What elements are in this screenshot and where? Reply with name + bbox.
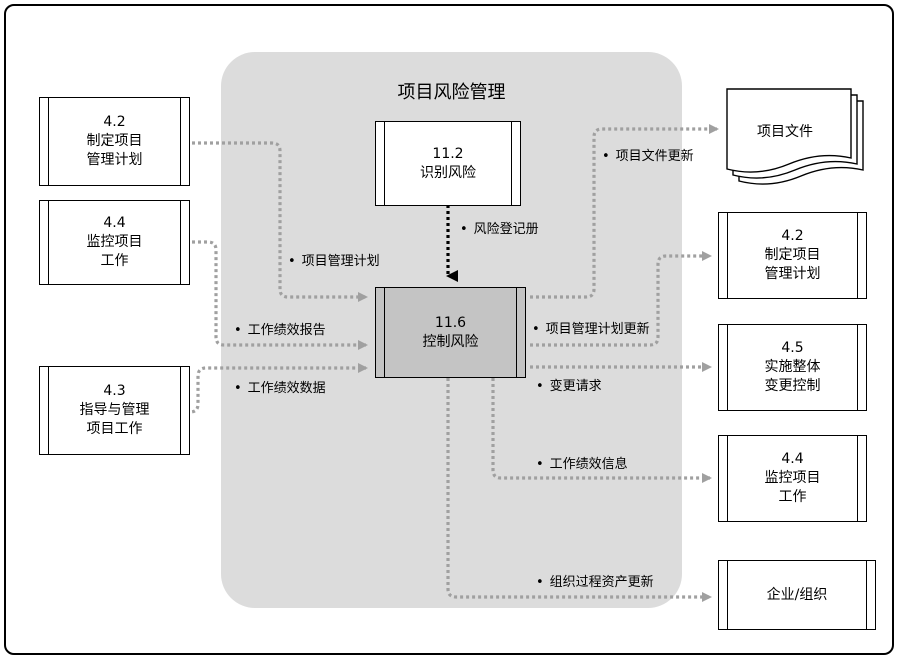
- process-name: 控制风险: [422, 333, 479, 350]
- flow-opa-updates-out: [446, 378, 712, 602]
- process-control-risks: 11.6 控制风险: [375, 287, 526, 378]
- process-name: 识别风险: [420, 164, 476, 181]
- flow-pm-plan-updates-out: [530, 251, 712, 347]
- label-text: 工作绩效报告: [247, 323, 326, 338]
- process-number: 4.5: [781, 340, 804, 356]
- process-number: 4.2: [781, 228, 804, 244]
- process-name-line1: 指导与管理: [79, 402, 150, 418]
- flow-perf-info-out: [491, 378, 712, 483]
- output-develop-pm-plan: 4.2 制定项目 管理计划: [718, 212, 867, 299]
- flow-perf-reports-in: [180, 240, 368, 350]
- label-text: 项目文件更新: [615, 149, 694, 164]
- flow-doc-updates-out: [530, 124, 719, 299]
- label-opa-updates: • 组织过程资产更新: [536, 571, 654, 590]
- process-name-line2: 管理计划: [86, 152, 143, 168]
- diagram-frame: [4, 4, 894, 655]
- label-doc-updates: • 项目文件更新: [602, 145, 694, 164]
- process-identify-risks: 11.2 识别风险: [375, 121, 521, 206]
- bullet: •: [536, 457, 544, 472]
- process-name-line1: 监控项目: [86, 234, 143, 250]
- process-name-line2: 项目工作: [86, 421, 143, 437]
- label-perf-reports: • 工作绩效报告: [234, 319, 326, 338]
- process-name-line2: 工作: [100, 253, 129, 269]
- process-name: 企业/组织: [766, 586, 828, 603]
- input-develop-pm-plan: 4.2 制定项目 管理计划: [39, 97, 190, 186]
- label-text: 组织过程资产更新: [549, 575, 654, 590]
- process-number: 4.3: [103, 383, 126, 399]
- bullet: •: [460, 222, 468, 237]
- process-name-line2: 工作: [778, 489, 807, 505]
- label-text: 工作绩效数据: [247, 381, 326, 396]
- bullet: •: [234, 323, 242, 338]
- output-enterprise-organization: 企业/组织: [718, 560, 876, 630]
- bullet: •: [536, 575, 544, 590]
- process-number: 4.2: [103, 114, 126, 130]
- output-integrated-change-control: 4.5 实施整体 变更控制: [718, 324, 867, 411]
- flow-perf-data-in: [180, 363, 368, 414]
- bullet: •: [602, 149, 610, 164]
- process-name-line1: 制定项目: [764, 247, 821, 263]
- label-perf-info: • 工作绩效信息: [536, 453, 628, 472]
- bullet: •: [532, 322, 540, 337]
- label-text: 工作绩效信息: [549, 457, 628, 472]
- label-change-requests: • 变更请求: [536, 375, 602, 394]
- bullet: •: [536, 379, 544, 394]
- process-name-line1: 制定项目: [86, 133, 143, 149]
- bullet: •: [288, 254, 296, 269]
- process-number: 4.4: [103, 215, 126, 231]
- output-monitor-control-work: 4.4 监控项目 工作: [718, 435, 867, 522]
- input-direct-manage-work: 4.3 指导与管理 项目工作: [39, 366, 190, 455]
- flow-pm-plan-in: [180, 141, 368, 302]
- label-perf-data: • 工作绩效数据: [234, 377, 326, 396]
- process-name-line2: 变更控制: [764, 378, 821, 394]
- process-name-line2: 管理计划: [764, 266, 821, 282]
- process-name-line1: 实施整体: [764, 359, 821, 375]
- label-pm-plan: • 项目管理计划: [288, 250, 380, 269]
- label-risk-register: • 风险登记册: [460, 218, 539, 237]
- label-text: 项目管理计划: [301, 254, 380, 269]
- input-monitor-control-work: 4.4 监控项目 工作: [39, 200, 190, 285]
- bullet: •: [234, 381, 242, 396]
- process-number: 11.2: [432, 145, 464, 162]
- output-project-documents-shape: [726, 88, 864, 185]
- label-text: 变更请求: [549, 379, 602, 394]
- label-text: 项目管理计划更新: [545, 322, 650, 337]
- process-name-line1: 监控项目: [764, 470, 821, 486]
- process-number: 4.4: [781, 451, 804, 467]
- output-project-documents-title: 项目文件: [757, 124, 813, 140]
- label-pm-plan-updates: • 项目管理计划更新: [532, 318, 650, 337]
- process-number: 11.6: [434, 314, 467, 331]
- process-group-title: 项目风险管理: [397, 82, 506, 103]
- label-text: 风险登记册: [473, 222, 539, 237]
